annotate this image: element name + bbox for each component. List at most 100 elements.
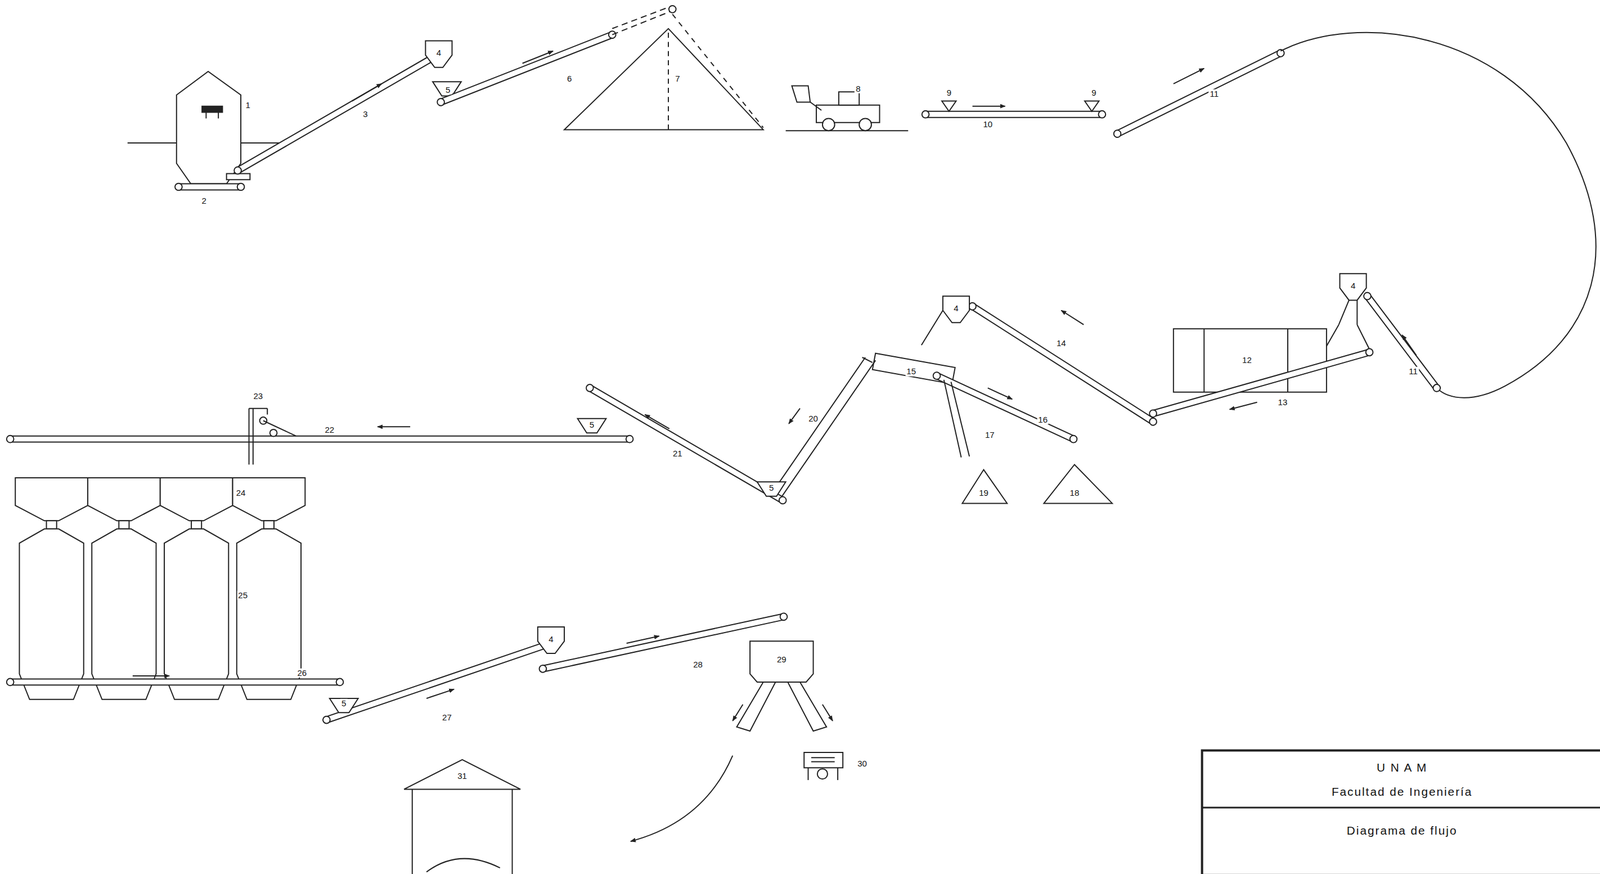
- title-block: U N A MFacultad de IngenieríaDiagrama de…: [1202, 749, 1600, 874]
- conveyor-pulley: [174, 183, 183, 191]
- dispatch-arrow: [630, 755, 733, 842]
- conveyor-belt: [922, 111, 1106, 118]
- chute: [1338, 299, 1350, 325]
- callout-number: 4: [1349, 281, 1357, 291]
- callout-number: 9: [1090, 88, 1098, 98]
- silo: [19, 528, 84, 700]
- conveyor-belt: [585, 383, 788, 505]
- callout-number: 30: [856, 758, 869, 769]
- flow-arrow: [132, 675, 170, 677]
- callout-number: 17: [983, 430, 996, 440]
- callout-number: 27: [441, 712, 453, 723]
- callout-number: 5: [444, 84, 452, 95]
- callout-number: 6: [565, 73, 573, 84]
- feeder: [577, 418, 607, 433]
- callout-number: 31: [456, 771, 469, 781]
- silo: [236, 528, 301, 700]
- callout-number: 4: [435, 48, 443, 58]
- belt-conveyor: [1148, 347, 1374, 419]
- belt-conveyor: [436, 29, 617, 107]
- stored-material: [426, 858, 501, 873]
- conveyor-pulley: [232, 165, 243, 175]
- conveyor-pulley: [436, 97, 446, 107]
- belt-conveyor: [321, 638, 556, 725]
- tripper-frame: [249, 407, 268, 410]
- shed-wall: [411, 788, 413, 874]
- callout-number: 11: [1407, 366, 1419, 377]
- conveyor-pulley: [1098, 110, 1107, 119]
- chute: [1356, 324, 1370, 350]
- callout-number: 18: [1068, 488, 1081, 498]
- callout-number: 3: [361, 109, 369, 120]
- conveyor-pulley: [321, 715, 331, 725]
- callout-number: 13: [1277, 397, 1289, 408]
- truck-axle: [837, 767, 839, 780]
- conveyor-belt: [322, 639, 556, 724]
- callout-number: 4: [952, 303, 960, 314]
- conveyor-belt: [1149, 348, 1374, 417]
- conveyor-pulley: [1362, 290, 1373, 301]
- flow-arrow: [1061, 310, 1084, 325]
- callout-number: 1: [244, 100, 252, 111]
- conveyor-pulley: [237, 183, 245, 191]
- feeder: [329, 698, 359, 713]
- flow-arrow: [822, 704, 833, 721]
- loading-chute: [787, 681, 827, 731]
- conveyor-pulley: [6, 678, 15, 686]
- receiving-building: [176, 71, 241, 184]
- belt-conveyor: [6, 435, 634, 443]
- truck-axle: [807, 767, 810, 780]
- title-text: U N A M: [1202, 760, 1600, 775]
- belt-conveyor: [1112, 48, 1286, 139]
- callout-number: 12: [1241, 355, 1253, 366]
- flow-arrow: [732, 704, 743, 721]
- chute: [770, 357, 866, 496]
- bin-neck: [118, 520, 129, 529]
- flow-arrow: [522, 51, 554, 64]
- tripper-post: [252, 408, 254, 465]
- conveyor-belt: [233, 52, 438, 175]
- conveyor-pulley: [1364, 347, 1374, 357]
- tripper-pulley: [259, 416, 268, 425]
- callout-number: 24: [235, 488, 247, 498]
- callout-number: 5: [767, 483, 775, 493]
- belt-conveyor: [6, 678, 344, 686]
- callout-number: 23: [252, 391, 265, 402]
- hopper: [425, 41, 452, 68]
- truck-detail: [811, 760, 835, 762]
- feeder: [757, 481, 786, 496]
- title-text: Diagrama de flujo: [1202, 823, 1600, 838]
- callout-number: 2: [200, 196, 208, 206]
- conveyor-pulley: [538, 664, 547, 673]
- chute: [950, 381, 970, 457]
- conveyor-pulley: [336, 678, 344, 686]
- mill-band: [1287, 328, 1289, 392]
- chute: [944, 379, 962, 458]
- conveyor-belt: [7, 436, 633, 443]
- stockpile: [962, 469, 1008, 504]
- conveyor-pulley: [668, 5, 677, 13]
- callout-number: 16: [1036, 414, 1049, 425]
- stockpile: [1043, 464, 1113, 503]
- callout-number: 28: [691, 659, 704, 670]
- conveyor-belt: [175, 183, 245, 191]
- hopper: [1339, 273, 1366, 300]
- conveyor-belt: [932, 371, 1078, 443]
- ground-line: [127, 142, 177, 144]
- silo: [164, 528, 229, 700]
- callout-number: 9: [945, 88, 953, 98]
- truck-body: [803, 752, 843, 768]
- hopper: [942, 295, 970, 323]
- conveyor-pulley: [626, 435, 634, 443]
- flow-arrow: [1173, 68, 1204, 84]
- callout-number: 21: [671, 448, 684, 458]
- callout-number: 5: [340, 698, 348, 709]
- belt-conveyor: [1362, 290, 1442, 393]
- truck-detail: [811, 756, 835, 758]
- transfer-path: [1280, 32, 1596, 398]
- shed-wall: [511, 788, 514, 874]
- flow-arrow: [1401, 334, 1417, 355]
- conveyor-pulley: [922, 110, 930, 119]
- tripper-frame: [266, 408, 268, 415]
- machine-symbol: [201, 106, 223, 113]
